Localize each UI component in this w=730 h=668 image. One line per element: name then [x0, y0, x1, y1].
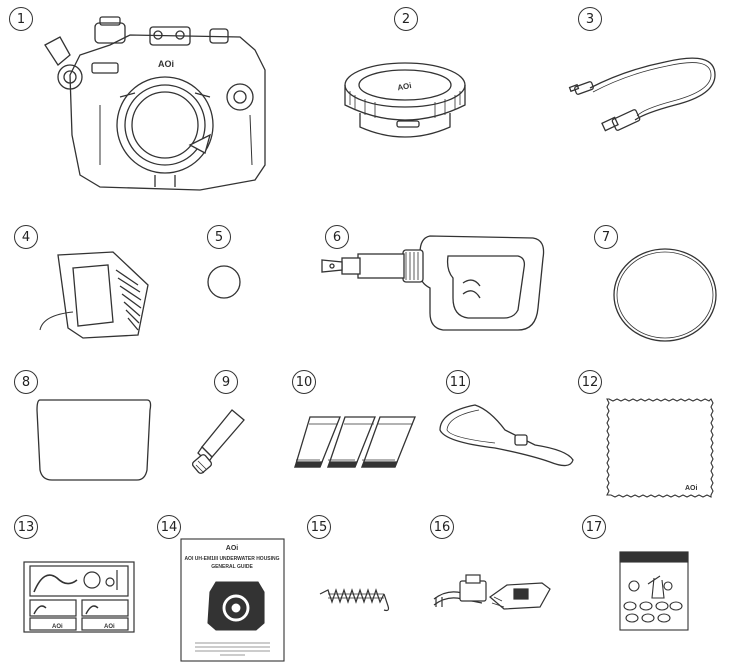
- spring-illustration: [318, 580, 398, 620]
- lens-port-cap-illustration: AOi: [335, 55, 475, 155]
- item-number-12: 12: [578, 370, 602, 394]
- usb-cable-illustration: [565, 50, 725, 145]
- item-number-15: 15: [307, 515, 331, 539]
- item-number-9: 9: [214, 370, 238, 394]
- large-o-ring-illustration: [610, 245, 720, 350]
- housing-illustration: AOi: [40, 15, 280, 210]
- item-number-14: 14: [157, 515, 181, 539]
- spare-parts-bag-illustration: [618, 550, 690, 637]
- item-number-7: 7: [594, 225, 618, 249]
- item-number-13: 13: [14, 515, 38, 539]
- guide-title-line2: GENERAL GUIDE: [211, 564, 253, 570]
- item-number-6: 6: [325, 225, 349, 249]
- svg-text:AOi: AOi: [397, 81, 413, 92]
- lanyard-illustration: [435, 400, 580, 480]
- item-number-10: 10: [292, 370, 316, 394]
- small-o-ring-illustration: [204, 262, 244, 307]
- cable-clip-illustration: [432, 567, 557, 622]
- item-number-4: 4: [14, 225, 38, 249]
- svg-text:AOi: AOi: [685, 485, 698, 492]
- svg-text:AOi: AOi: [104, 624, 115, 630]
- item-number-11: 11: [446, 370, 470, 394]
- item-number-5: 5: [207, 225, 231, 249]
- desiccant-packs-illustration: [290, 412, 425, 477]
- cleaning-cloth-illustration: AOi: [605, 395, 715, 505]
- general-guide-booklet: AOi AOI UH-EM1III UNDERWATER HOUSING GEN…: [180, 538, 285, 667]
- guide-brand: AOi: [226, 545, 239, 552]
- silicone-grease-illustration: [191, 405, 252, 485]
- item-number-3: 3: [578, 7, 602, 31]
- guide-title-line1: AOI UH-EM1III UNDERWATER HOUSING: [184, 556, 279, 562]
- screen-protector-illustration: [32, 395, 157, 490]
- item-number-2: 2: [394, 7, 418, 31]
- item-number-16: 16: [430, 515, 454, 539]
- svg-text:AOi: AOi: [52, 624, 63, 630]
- sticker-sheet-illustration: AOi AOi: [22, 560, 137, 640]
- item-number-8: 8: [14, 370, 38, 394]
- svg-text:AOi: AOi: [158, 59, 174, 69]
- vacuum-pump-illustration: [318, 228, 558, 343]
- item-number-17: 17: [582, 515, 606, 539]
- item-number-1: 1: [9, 7, 33, 31]
- lcd-hood-illustration: [38, 250, 168, 345]
